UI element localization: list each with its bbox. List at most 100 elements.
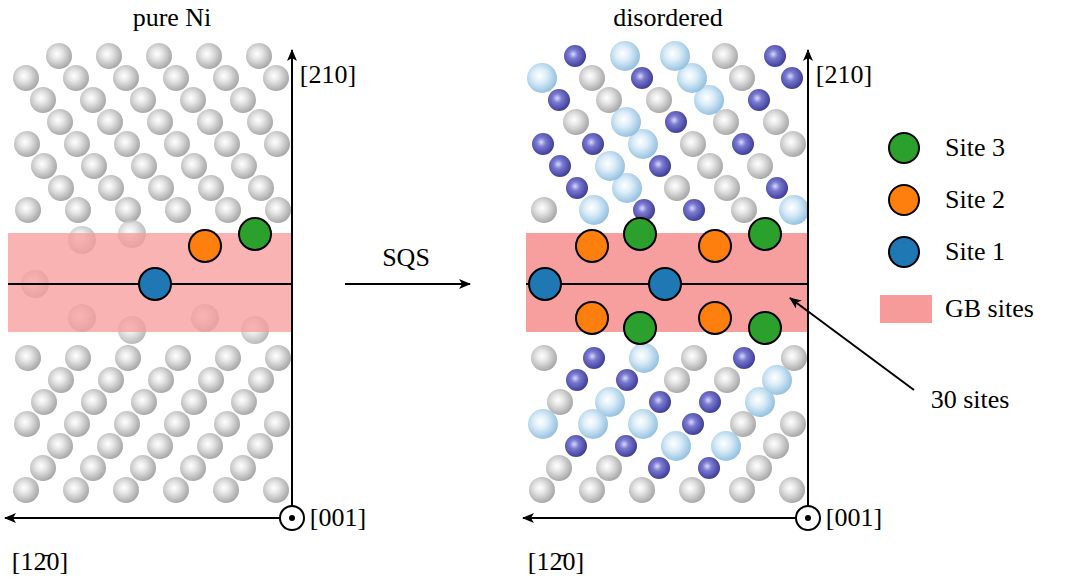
atom (749, 312, 781, 344)
atom (546, 455, 572, 481)
atom (679, 477, 705, 503)
atom (47, 109, 73, 135)
atom (164, 131, 190, 157)
atom (624, 312, 656, 344)
atom (197, 109, 223, 135)
atom (81, 153, 107, 179)
atom (746, 455, 772, 481)
atom (265, 345, 291, 371)
atom (113, 65, 139, 91)
atom (649, 268, 681, 300)
atom (763, 109, 789, 135)
atom (31, 389, 57, 415)
atom (582, 133, 604, 155)
atom (576, 302, 608, 334)
atom (664, 367, 690, 393)
out-of-plane-symbol (280, 506, 304, 530)
atom (139, 268, 171, 300)
atom (714, 367, 740, 393)
atom (615, 435, 637, 457)
axis-label: [12̄0] (528, 548, 584, 577)
atom (148, 367, 174, 393)
atom (664, 175, 690, 201)
atom (214, 411, 240, 437)
atom (596, 455, 622, 481)
atom (180, 455, 206, 481)
atom (649, 155, 671, 177)
atom (729, 65, 755, 91)
atom (63, 65, 89, 91)
atom (610, 41, 640, 71)
atom (732, 133, 754, 155)
atom (13, 65, 39, 91)
atom (766, 177, 788, 199)
atom (532, 133, 554, 155)
atom (196, 43, 222, 69)
atom (729, 477, 755, 503)
out-of-plane-symbol (796, 506, 820, 530)
atom (165, 197, 191, 223)
atom (566, 177, 588, 199)
atom (80, 87, 106, 113)
panel-title: disordered (613, 4, 723, 33)
atom (31, 153, 57, 179)
atom (215, 197, 241, 223)
panel-title: pure Ni (133, 4, 212, 33)
axis (291, 50, 293, 506)
atom (747, 153, 773, 179)
atom (15, 197, 41, 223)
atom (198, 175, 224, 201)
atom (749, 218, 781, 250)
atom (578, 409, 608, 439)
axis-label: [210] (816, 61, 872, 90)
axis-label: [12̄0] (12, 548, 68, 577)
atom (96, 43, 122, 69)
axis (807, 50, 809, 506)
atom (213, 65, 239, 91)
atom (214, 131, 240, 157)
atom (646, 87, 672, 113)
atom (263, 65, 289, 91)
atom (63, 477, 89, 503)
atom (114, 131, 140, 157)
atom (628, 409, 658, 439)
atom (680, 131, 706, 157)
atom (781, 67, 803, 89)
atom (48, 367, 74, 393)
atom (682, 413, 704, 435)
atom (198, 367, 224, 393)
atom (779, 477, 805, 503)
atom (781, 345, 807, 371)
atom (231, 153, 257, 179)
atom (780, 411, 806, 437)
atom (48, 175, 74, 201)
atom (147, 109, 173, 135)
atom (698, 457, 720, 479)
callout-label: 30 sites (931, 386, 1010, 415)
atom (779, 195, 809, 225)
atom (97, 433, 123, 459)
atom (131, 153, 157, 179)
atom (247, 433, 273, 459)
atom (64, 131, 90, 157)
atom (683, 199, 705, 221)
atom (731, 197, 757, 223)
atom (745, 387, 775, 417)
atom (46, 43, 72, 69)
legend-text: Site 3 (945, 134, 1005, 163)
atom (699, 391, 721, 413)
atom (529, 268, 561, 300)
legend-swatch (888, 236, 920, 268)
atom (712, 43, 738, 69)
atom (649, 391, 671, 413)
atom (130, 87, 156, 113)
atom (14, 131, 40, 157)
atom (648, 457, 670, 479)
atom (780, 131, 806, 157)
atom (65, 197, 91, 223)
legend-swatch (888, 132, 920, 164)
atom (164, 411, 190, 437)
atom (528, 409, 558, 439)
atom (163, 477, 189, 503)
atom (711, 431, 741, 461)
